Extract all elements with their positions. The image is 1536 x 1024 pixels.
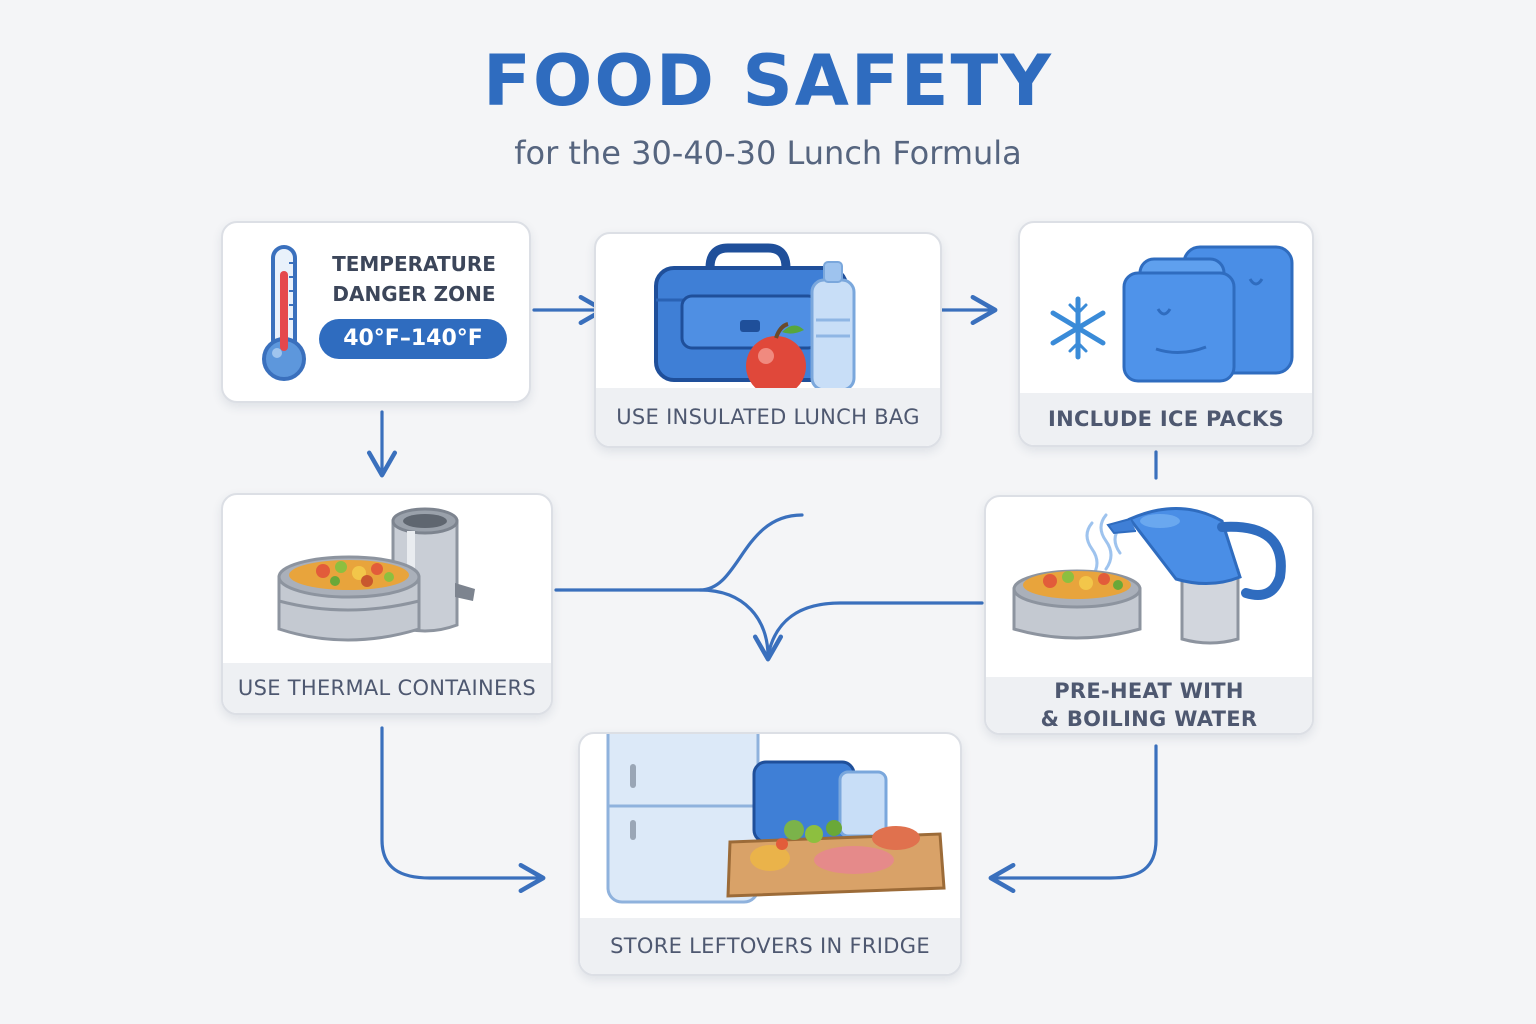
fridge-card: STORE LEFTOVERS IN FRIDGE xyxy=(578,732,962,976)
arrow-preheat-merge xyxy=(766,601,984,658)
preheat-label-line2: & BOILING WATER xyxy=(1040,707,1258,731)
thermal-containers-card: USE THERMAL CONTAINERS xyxy=(221,493,553,715)
danger-zone-title-line1: TEMPERATURE xyxy=(332,252,496,276)
preheat-card: PRE-HEAT WITH & BOILING WATER xyxy=(984,495,1314,735)
lunch-bag-icon xyxy=(654,243,856,396)
thermal-container-icon xyxy=(277,507,475,642)
preheat-label-line1: PRE-HEAT WITH xyxy=(1054,679,1244,703)
fridge-label-band: STORE LEFTOVERS IN FRIDGE xyxy=(580,918,960,974)
fridge-icon xyxy=(606,734,946,904)
danger-zone-title-line2: DANGER ZONE xyxy=(332,282,496,306)
arrow-thermal-merge xyxy=(554,513,804,592)
ice-packs-label: INCLUDE ICE PACKS xyxy=(1047,407,1285,431)
thermometer-icon xyxy=(262,245,306,381)
page-title: FOOD SAFETY xyxy=(483,40,1053,122)
thermal-label-band: USE THERMAL CONTAINERS xyxy=(223,663,551,713)
arrow-preheat-to-fridge xyxy=(988,744,1158,894)
kettle-icon xyxy=(1012,507,1286,645)
page-subtitle: for the 30-40-30 Lunch Formula xyxy=(514,134,1022,172)
temperature-danger-card: TEMPERATURE DANGER ZONE 40°F–140°F xyxy=(221,221,531,403)
ice-pack-icon xyxy=(1050,245,1294,383)
preheat-label-band: PRE-HEAT WITH & BOILING WATER xyxy=(986,677,1312,733)
insulated-lunch-bag-card: USE INSULATED LUNCH BAG xyxy=(594,232,942,448)
thermal-label: USE THERMAL CONTAINERS xyxy=(237,676,537,700)
lunch-bag-label-band: USE INSULATED LUNCH BAG xyxy=(596,388,940,446)
ice-packs-card: INCLUDE ICE PACKS xyxy=(1018,221,1314,447)
ice-packs-label-band: INCLUDE ICE PACKS xyxy=(1020,393,1312,445)
lunch-bag-label: USE INSULATED LUNCH BAG xyxy=(616,405,920,429)
arrow-merge-to-fridge xyxy=(698,588,784,662)
temperature-range-badge: 40°F–140°F xyxy=(319,319,507,359)
fridge-label: STORE LEFTOVERS IN FRIDGE xyxy=(610,934,930,958)
danger-zone-title: TEMPERATURE DANGER ZONE xyxy=(323,249,505,309)
arrow-thermal-to-fridge xyxy=(380,726,546,894)
